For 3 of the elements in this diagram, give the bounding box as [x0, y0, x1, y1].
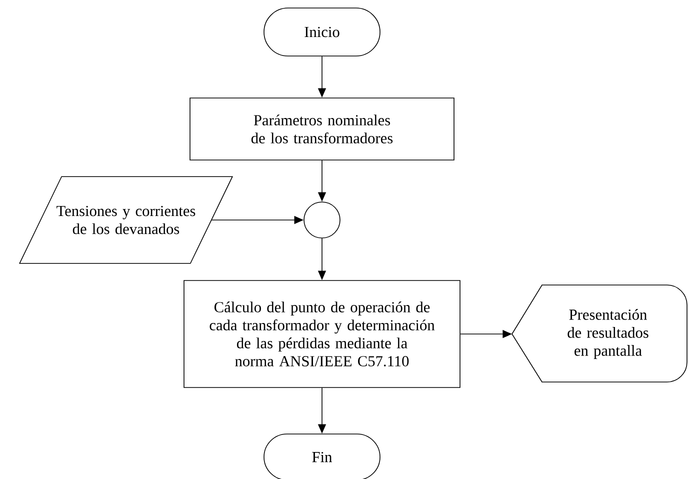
process-box: Cálculo del punto de operación de cada transformador y determinación de las pérdidas mediante la norma ANSI/IEEE C57.110	[184, 280, 460, 388]
connector-circle	[304, 202, 340, 238]
process-box: Parámetros nominales de los transformadores	[190, 98, 454, 160]
